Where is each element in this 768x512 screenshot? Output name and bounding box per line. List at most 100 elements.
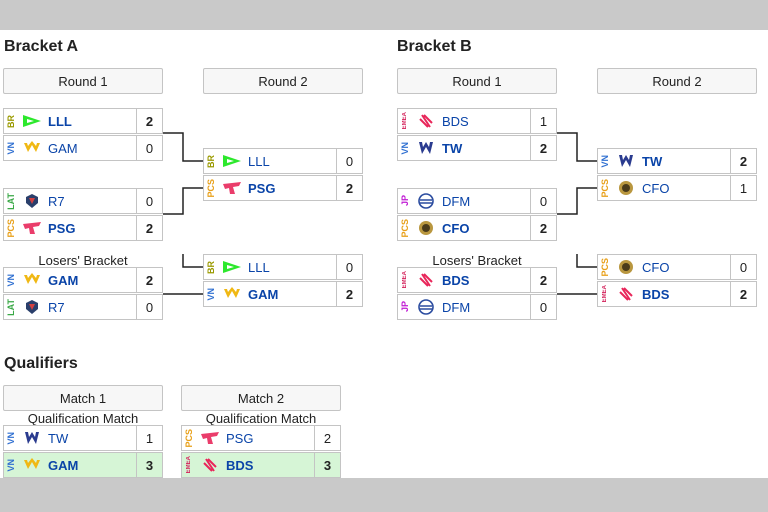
team-score: 3 <box>136 453 162 477</box>
team-score: 0 <box>530 189 556 213</box>
team-row[interactable]: VN GAM 3 <box>3 452 163 478</box>
team-score: 2 <box>136 216 162 240</box>
team-score: 0 <box>730 255 756 279</box>
team-name-link[interactable]: BDS <box>226 457 254 473</box>
tw-logo-icon <box>412 136 440 160</box>
psg-logo-icon <box>218 176 246 200</box>
team-name-link[interactable]: PSG <box>248 180 276 196</box>
team-name-link[interactable]: PSG <box>226 430 254 446</box>
team-name-link[interactable]: R7 <box>48 299 65 315</box>
connector-line <box>557 132 597 162</box>
connector-line <box>557 187 597 215</box>
region-badge: EMEA <box>182 453 196 477</box>
team-name-link[interactable]: TW <box>642 153 663 169</box>
lll-logo-icon <box>218 255 246 279</box>
team-score: 0 <box>136 136 162 160</box>
gam-logo-icon <box>18 268 46 292</box>
team-name-link[interactable]: TW <box>442 140 463 156</box>
team-name-link[interactable]: LLL <box>248 259 270 275</box>
team-name-link[interactable]: GAM <box>48 457 79 473</box>
team-score: 2 <box>730 282 756 306</box>
team-name-link[interactable]: LLL <box>48 113 72 129</box>
bds-logo-icon <box>412 268 440 292</box>
lll-logo-icon <box>218 149 246 173</box>
team-score: 2 <box>530 216 556 240</box>
qualifiers-title: Qualifiers <box>4 355 78 372</box>
qualifiers-match1-header: Match 1 <box>3 385 163 411</box>
connector-line <box>163 132 203 162</box>
team-name-link[interactable]: CFO <box>442 220 470 236</box>
r7-logo-icon <box>18 295 46 319</box>
team-score: 0 <box>136 189 162 213</box>
r7-logo-icon <box>18 189 46 213</box>
team-score: 2 <box>136 268 162 292</box>
team-name-link[interactable]: DFM <box>442 193 471 209</box>
team-score: 2 <box>314 426 340 450</box>
team-name-link[interactable]: GAM <box>48 140 78 156</box>
team-name-link[interactable]: GAM <box>48 272 79 288</box>
team-score: 0 <box>136 295 162 319</box>
cfo-logo-icon <box>612 176 640 200</box>
connector-line <box>576 254 597 268</box>
bds-logo-icon <box>612 282 640 306</box>
dfm-logo-icon <box>412 295 440 319</box>
region-badge: VN <box>4 453 18 477</box>
bracket-a-connectors <box>163 132 203 295</box>
team-name-link[interactable]: BDS <box>442 272 470 288</box>
team-score: 2 <box>336 282 362 306</box>
bracket-b-losers-label: Losers' Bracket <box>432 253 522 268</box>
team-name-link[interactable]: PSG <box>48 220 76 236</box>
dfm-logo-icon <box>412 189 440 213</box>
region-badge: PCS <box>182 426 196 450</box>
bracket-b-title: Bracket B <box>397 38 472 55</box>
team-name-link[interactable]: BDS <box>642 286 670 302</box>
team-name-link[interactable]: CFO <box>642 259 670 275</box>
bracket-page: Bracket A Round 1 Round 2 Losers' Bracke… <box>0 30 768 478</box>
team-name-link[interactable]: DFM <box>442 299 471 315</box>
tw-logo-icon <box>612 149 640 173</box>
qualifiers-match2-header: Match 2 <box>181 385 341 411</box>
team-name-link[interactable]: CFO <box>642 180 670 196</box>
bds-logo-icon <box>412 109 440 133</box>
cfo-logo-icon <box>612 255 640 279</box>
team-name-link[interactable]: TW <box>48 430 69 446</box>
region-label: EMEA <box>186 456 192 474</box>
team-score: 2 <box>730 149 756 173</box>
team-score: 0 <box>336 149 362 173</box>
bracket-b-round2-header: Round 2 <box>597 68 757 94</box>
team-row[interactable]: PCS PSG 2 <box>181 425 341 451</box>
gam-logo-icon <box>218 282 246 306</box>
team-score: 0 <box>530 295 556 319</box>
region-badge: VN <box>4 426 18 450</box>
team-name-link[interactable]: GAM <box>248 286 279 302</box>
gam-logo-icon <box>18 136 46 160</box>
team-name-link[interactable]: LLL <box>248 153 270 169</box>
cfo-logo-icon <box>412 216 440 240</box>
team-name-link[interactable]: R7 <box>48 193 65 209</box>
team-name-link[interactable]: BDS <box>442 113 469 129</box>
bracket-a-losers-label: Losers' Bracket <box>38 253 128 268</box>
bracket-a-title: Bracket A <box>4 38 79 55</box>
